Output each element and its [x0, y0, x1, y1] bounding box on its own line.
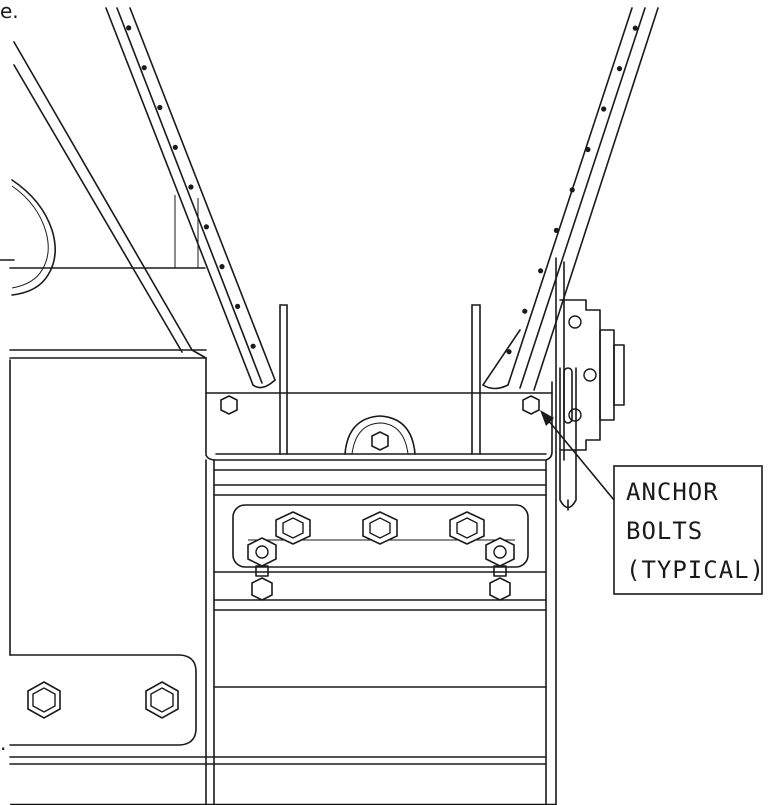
left-slanted-channel — [105, 7, 276, 389]
rivet-hole — [157, 104, 163, 111]
rivet-hole — [616, 66, 623, 72]
rivet-hole — [250, 343, 256, 349]
left-diagonal-brace — [13, 41, 207, 359]
anchor-bolt-right — [522, 395, 540, 415]
rivet-hole — [585, 146, 591, 153]
left-side-frame — [9, 195, 207, 656]
adjustment-nuts — [247, 537, 515, 601]
center-mounting-bracket — [205, 304, 553, 461]
callout-line-1: ANCHOR — [626, 478, 719, 506]
right-slanted-channel — [482, 7, 659, 391]
center-hex-nut — [371, 431, 389, 451]
rivet-hole — [601, 106, 607, 112]
rivet-hole — [126, 25, 132, 31]
right-channel-holes — [506, 25, 638, 355]
right-bearing-assembly — [555, 257, 625, 511]
rivet-hole — [522, 308, 528, 314]
edge-text-top-left: e. — [0, 0, 19, 23]
rivet-hole — [553, 227, 560, 233]
rivet-hole — [203, 224, 209, 230]
rivet-hole — [172, 144, 178, 150]
rivet-hole — [632, 25, 638, 31]
rivet-hole — [219, 264, 225, 270]
callout-box: ANCHOR BOLTS (TYPICAL) — [613, 465, 765, 595]
rivet-hole — [506, 349, 512, 355]
edge-text-bottom-left: . — [0, 731, 6, 755]
vertical-frame-posts — [205, 459, 557, 805]
rivet-hole — [188, 184, 194, 190]
left-channel-holes — [126, 25, 256, 349]
left-slot-cutout — [0, 179, 56, 296]
rivet-hole — [235, 303, 241, 309]
rivet-hole — [141, 65, 147, 71]
callout-line-3: (TYPICAL) — [626, 556, 765, 584]
cross-members — [9, 469, 556, 805]
bottom-left-plate — [9, 654, 197, 746]
anchor-bolt-left — [220, 395, 238, 415]
callout-line-2: BOLTS — [626, 517, 703, 545]
plate-hex-bolts — [275, 511, 485, 545]
rivet-hole — [538, 268, 544, 274]
callout-leader-arrow — [540, 410, 615, 501]
rivet-hole — [569, 187, 575, 193]
